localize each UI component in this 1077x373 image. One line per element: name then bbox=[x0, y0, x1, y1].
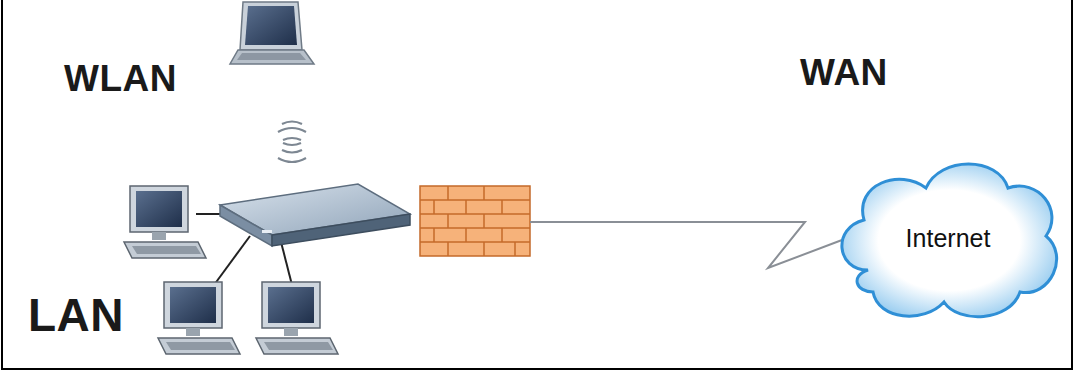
router-front bbox=[272, 214, 410, 246]
keyboard bbox=[158, 338, 240, 354]
joint bbox=[433, 200, 435, 214]
cable bbox=[214, 236, 250, 285]
joint bbox=[483, 186, 485, 200]
joint bbox=[447, 186, 449, 200]
laptop-keys bbox=[237, 53, 306, 60]
desktop-pc bbox=[124, 186, 206, 258]
wave bbox=[278, 158, 306, 162]
monitor-stand bbox=[186, 328, 200, 336]
wave bbox=[278, 128, 306, 132]
joint bbox=[483, 242, 485, 256]
wan-link bbox=[530, 222, 842, 268]
router-icon bbox=[220, 184, 410, 246]
joint bbox=[501, 200, 503, 214]
cloud-node: Internet bbox=[828, 148, 1068, 328]
router-side bbox=[220, 205, 272, 246]
desktop-pc bbox=[158, 282, 240, 354]
zone-label: WLAN bbox=[64, 58, 177, 100]
firewall-icon bbox=[420, 186, 530, 256]
laptop-screen bbox=[245, 6, 297, 45]
keys bbox=[264, 342, 333, 350]
joint bbox=[433, 228, 435, 242]
zone-label: LAN bbox=[28, 288, 124, 342]
laptop-lid bbox=[240, 2, 302, 50]
monitor-stand bbox=[152, 232, 166, 240]
desktop-pc bbox=[256, 282, 338, 354]
router-led bbox=[262, 230, 272, 233]
joint bbox=[420, 227, 530, 229]
laptop-base bbox=[230, 50, 314, 64]
keyboard bbox=[124, 242, 206, 258]
monitor-stand bbox=[284, 328, 298, 336]
wave bbox=[282, 150, 302, 153]
joint bbox=[514, 242, 516, 256]
joint bbox=[447, 242, 449, 256]
wave bbox=[282, 122, 302, 125]
wall bbox=[420, 186, 530, 256]
joint bbox=[447, 214, 449, 228]
joint bbox=[483, 214, 485, 228]
brick-joints bbox=[420, 186, 530, 256]
keys bbox=[132, 246, 201, 254]
cable bbox=[196, 213, 222, 215]
laptop-icon bbox=[230, 2, 314, 64]
monitor-screen bbox=[136, 191, 182, 227]
node-label: Internet bbox=[828, 224, 1068, 253]
zone-label: WAN bbox=[800, 52, 888, 94]
joint bbox=[501, 228, 503, 242]
joint bbox=[465, 200, 467, 214]
keyboard bbox=[256, 338, 338, 354]
wave bbox=[283, 138, 301, 140]
monitor-screen bbox=[170, 287, 216, 323]
monitor bbox=[262, 282, 320, 328]
keys bbox=[166, 342, 235, 350]
joint bbox=[420, 213, 530, 215]
wave bbox=[283, 143, 301, 145]
joint bbox=[420, 241, 530, 243]
joint bbox=[420, 199, 530, 201]
monitor-screen bbox=[268, 287, 314, 323]
monitor bbox=[130, 186, 188, 232]
wireless-waves bbox=[278, 122, 306, 163]
joint bbox=[465, 228, 467, 242]
monitor bbox=[164, 282, 222, 328]
